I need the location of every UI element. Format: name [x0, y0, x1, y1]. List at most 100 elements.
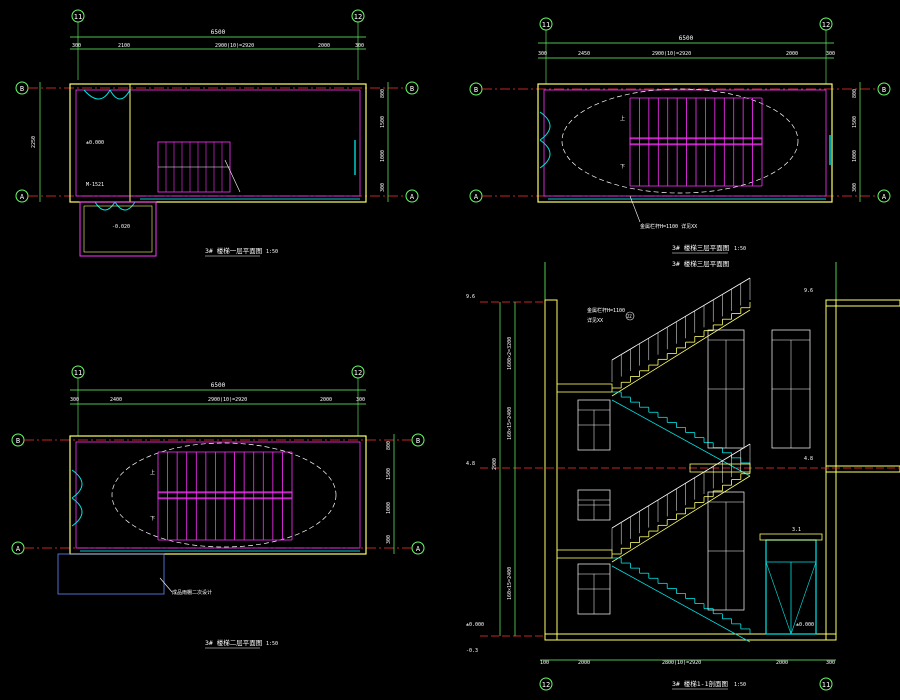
plan-first-floor: 11 12 6500 300 2100 2900(10)=2920 2000 3… [15, 9, 419, 257]
axis-label: 12 [354, 13, 362, 21]
svg-text:12: 12 [354, 369, 362, 377]
plan-title: 3# 楼梯一层平面图 [205, 246, 262, 255]
svg-text:2900(10)=2920: 2900(10)=2920 [215, 43, 254, 49]
railing-note: 金属栏杆H=1100 [587, 307, 625, 314]
svg-text:300: 300 [386, 535, 392, 544]
svg-text:300: 300 [826, 51, 835, 57]
drawing-line [611, 475, 751, 563]
axis-label: 11 [542, 21, 550, 29]
stair-down-label: 下 [150, 516, 155, 522]
level-marker: -0.3 [466, 648, 478, 654]
svg-text:1500: 1500 [386, 468, 392, 480]
axis-label: 11 [74, 13, 82, 21]
plan-scale: 1:50 [734, 246, 746, 252]
outer-wall [537, 83, 833, 203]
svg-text:300: 300 [380, 183, 386, 192]
drawing-line [611, 309, 751, 397]
stair-treads [157, 451, 293, 541]
svg-text:2000: 2000 [320, 397, 332, 403]
svg-text:2000: 2000 [786, 51, 798, 57]
svg-text:B: B [474, 86, 478, 94]
svg-text:11: 11 [822, 681, 830, 689]
door-note: M-1521 [86, 182, 104, 188]
door-swing [83, 89, 111, 100]
svg-text:300: 300 [355, 43, 364, 49]
level-marker: 4.8 [804, 456, 813, 462]
svg-text:11: 11 [74, 369, 82, 377]
stair-up-label: 上 [620, 115, 625, 122]
svg-text:800: 800 [852, 89, 858, 98]
canopy-outline [57, 553, 165, 595]
svg-text:1000: 1000 [386, 502, 392, 514]
right-dimensions: 800 1500 1000 300 [386, 441, 392, 544]
drawing-line [611, 277, 751, 361]
svg-text:300: 300 [826, 660, 835, 666]
svg-text:2250: 2250 [31, 136, 37, 148]
stair-flights [611, 277, 751, 643]
svg-text:2000: 2000 [578, 660, 590, 666]
plan-second-floor: 11 12 6500 300 2400 2900(10)=2920 2000 3… [11, 365, 425, 649]
svg-text:A: A [474, 193, 479, 201]
svg-text:300: 300 [538, 51, 547, 57]
plan-scale: 1:50 [266, 249, 278, 255]
top-dimensions: 300 2400 2900(10)=2920 2000 300 [70, 397, 365, 403]
drawing-line [611, 399, 751, 477]
axis-label: 12 [822, 21, 830, 29]
axis-label: B [410, 85, 414, 93]
railing-note: 金属栏杆H=1100 详见XX [640, 223, 697, 230]
svg-text:800: 800 [386, 441, 392, 450]
level-marker: ±0.000 [796, 622, 814, 628]
outer-wall [69, 83, 367, 203]
plan-scale: 1:50 [266, 641, 278, 647]
level-marker: 4.8 [466, 461, 475, 467]
svg-text:300: 300 [356, 397, 365, 403]
svg-text:B: B [416, 437, 420, 445]
top-dimensions: 300 2450 2900(10)=2920 2000 300 [538, 51, 835, 57]
outer-wall [69, 435, 367, 555]
level-note: ±0.000 [86, 140, 104, 146]
svg-text:2900(10)=2920: 2900(10)=2920 [652, 51, 691, 57]
stair-flight [157, 141, 241, 193]
svg-text:300: 300 [72, 43, 81, 49]
svg-text:100: 100 [540, 660, 549, 666]
svg-text:1000: 1000 [380, 150, 386, 162]
detail-note: 详见XX [587, 317, 603, 324]
height-dimension: 2900 [492, 458, 498, 470]
right-dimensions: 800 1500 1000 300 [852, 89, 858, 192]
ground-slab [544, 633, 837, 641]
svg-text:300: 300 [852, 183, 858, 192]
right-wall [825, 299, 837, 641]
svg-text:12: 12 [542, 681, 550, 689]
level-marker: 9.6 [804, 288, 813, 294]
stair-up-label: 上 [150, 469, 155, 476]
drawing-line [611, 565, 751, 643]
section-header: 3# 楼梯三层平面图 [672, 259, 729, 268]
right-dimensions: 800 1500 1000 300 [380, 89, 386, 192]
top-dimensions: 300 2100 2900(10)=2920 2000 300 [72, 43, 364, 49]
landing-outline [561, 88, 799, 194]
svg-text:B: B [16, 437, 20, 445]
door-label: 3.1 [792, 527, 801, 533]
svg-text:2450: 2450 [578, 51, 590, 57]
stair-treads [629, 97, 763, 187]
overall-dimension: 6500 [211, 382, 226, 389]
svg-text:2400: 2400 [110, 397, 122, 403]
svg-text:A: A [16, 545, 21, 553]
svg-text:300: 300 [70, 397, 79, 403]
section-1-1: 3# 楼梯三层平面图 9.6 4.8 ±0.000 -0.3 9.6 4.8 ±… [466, 259, 900, 691]
svg-text:2900(10)=2920: 2900(10)=2920 [208, 397, 247, 403]
svg-text:2000: 2000 [318, 43, 330, 49]
plan-third-floor: 11 12 6500 300 2450 2900(10)=2920 2000 3… [469, 17, 891, 254]
svg-text:1500: 1500 [852, 116, 858, 128]
plan-title: 3# 楼梯二层平面图 [205, 638, 262, 647]
drawing-line [611, 443, 751, 529]
section-title: 3# 楼梯1-1剖面图 [672, 679, 728, 688]
plan-title: 3# 楼梯三层平面图 [672, 243, 729, 252]
entrance-porch [79, 201, 157, 257]
overall-dimension: 6500 [211, 29, 226, 36]
svg-text:160×15=2400: 160×15=2400 [507, 567, 513, 600]
svg-text:800: 800 [380, 89, 386, 98]
level-marker: 9.6 [466, 294, 475, 300]
section-scale: 1:50 [734, 682, 746, 688]
